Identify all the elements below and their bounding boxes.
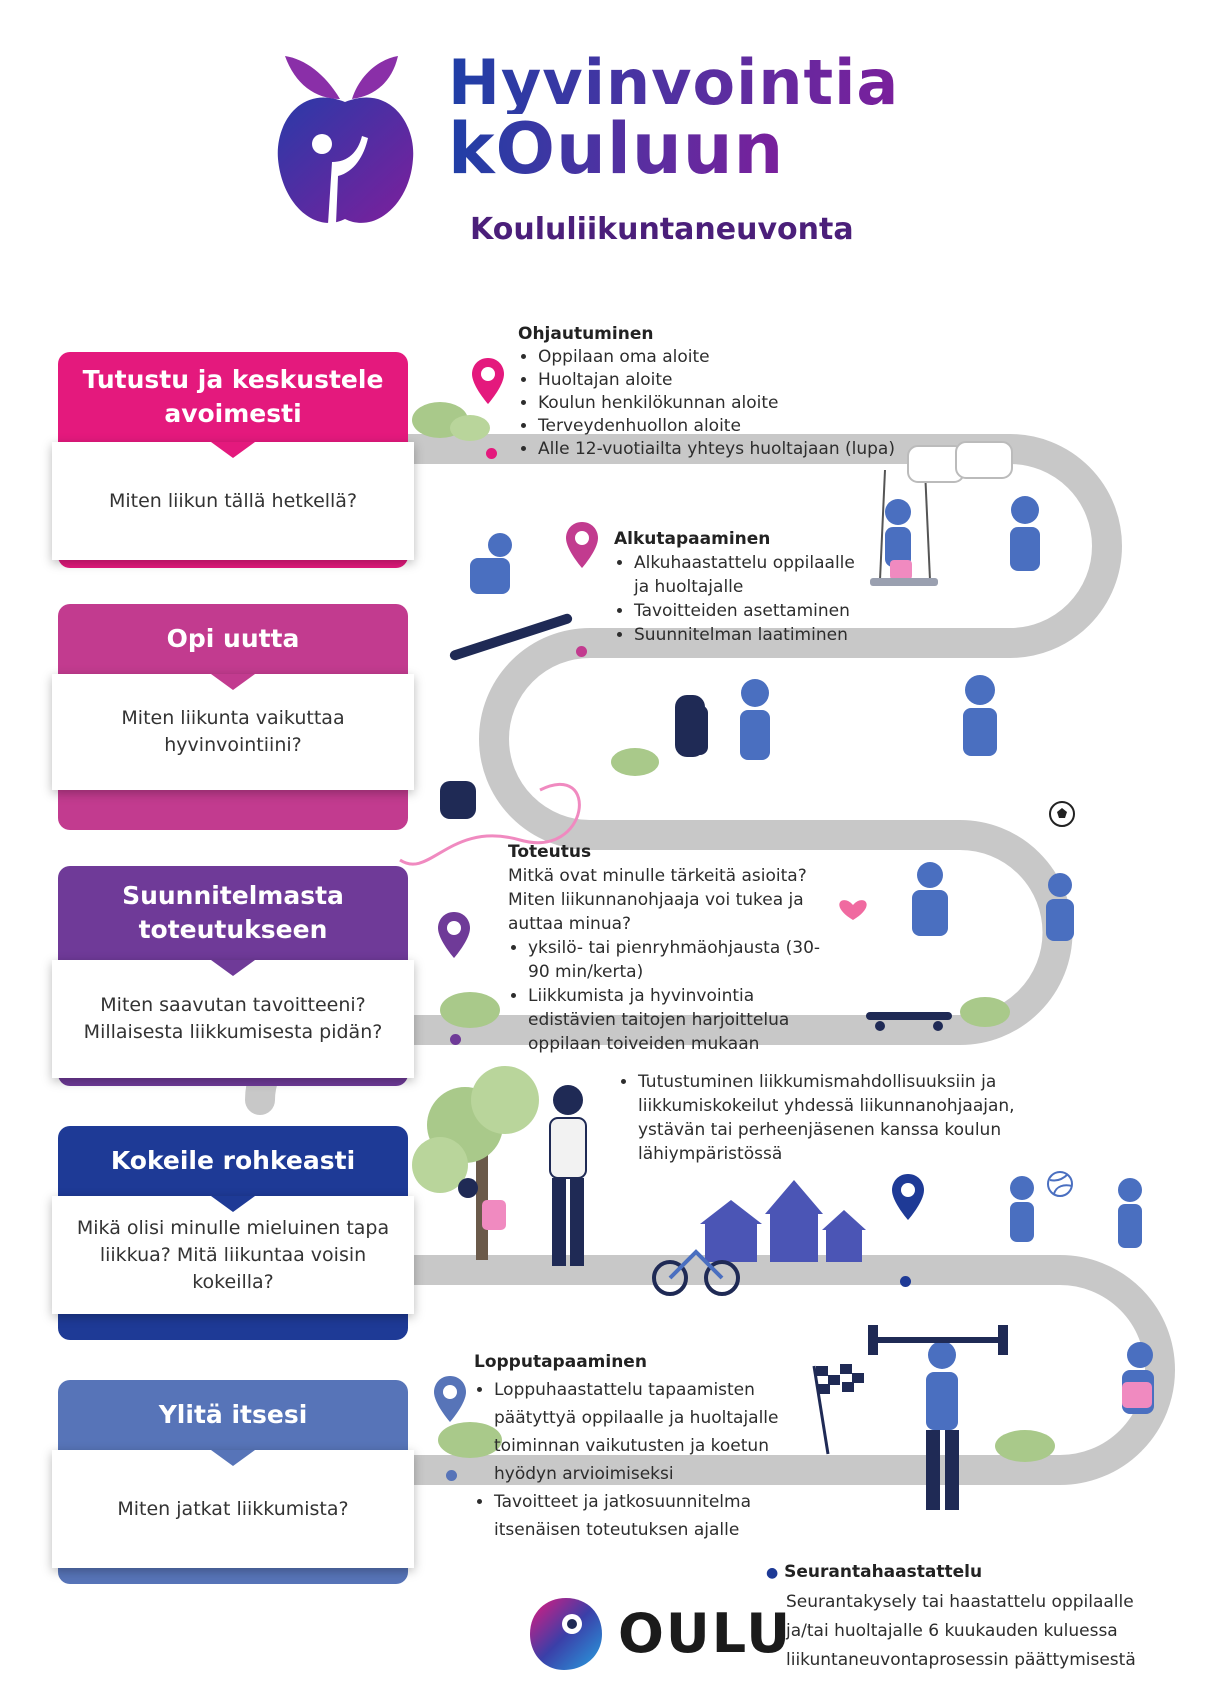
location-pin-icon: [472, 358, 504, 404]
alkutapaaminen-block: Alkutapaaminen Alkuhaastattelu oppilaall…: [614, 527, 874, 647]
location-pin-icon: [434, 1376, 466, 1422]
finish-flag-icon: [812, 1364, 864, 1455]
list-item: Liikkumista ja hyvinvointia edistävien t…: [528, 984, 838, 1056]
location-pin-icon: [438, 912, 470, 958]
step-question-2: Miten liikunta vaikuttaa hyvinvointiini?: [52, 674, 414, 790]
list-item: Loppuhaastattelu tapaamisten päätyttyä o…: [494, 1376, 804, 1488]
list-item: Tutustuminen liikkumismahdollisuuksiin j…: [638, 1070, 1028, 1166]
step-title-4: Kokeile rohkeasti: [58, 1126, 408, 1212]
list-item: Alle 12-vuotiailta yhteys huoltajaan (lu…: [538, 438, 948, 461]
step-question-1: Miten liikun tällä hetkellä?: [52, 442, 414, 560]
step-card-1: Tutustu ja keskustele avoimesti Miten li…: [52, 352, 414, 568]
step-card-2: Opi uutta Miten liikunta vaikuttaa hyvin…: [52, 604, 414, 830]
list-item: Oppilaan oma aloite: [538, 346, 948, 369]
lopputapaaminen-title: Lopputapaaminen: [474, 1352, 647, 1372]
road-marker: [900, 1276, 911, 1287]
step-footer-2: [58, 782, 408, 830]
list-item: Koulun henkilökunnan aloite: [538, 392, 948, 415]
ohjautuminen-block: Ohjautuminen Oppilaan oma aloite Huoltaj…: [518, 323, 948, 461]
list-item: Terveydenhuollon aloite: [538, 415, 948, 438]
list-item: Alkuhaastattelu oppilaalle ja huoltajall…: [634, 551, 874, 599]
volleyball-icon: [1047, 1171, 1073, 1197]
page-subtitle: Koululiikuntaneuvonta: [470, 212, 854, 247]
oulu-logo-icon: [530, 1598, 602, 1670]
list-item: Huoltajan aloite: [538, 369, 948, 392]
seuranta-block: ● Seurantahaastattelu Seurantakysely tai…: [766, 1558, 1156, 1675]
toteutus-block: Toteutus Mitkä ovat minulle tärkeitä asi…: [508, 840, 838, 1056]
brand-title-line2: kOuluun: [448, 108, 785, 190]
list-item: Tavoitteet ja jatkosuunnitelma itsenäise…: [494, 1488, 804, 1544]
alkutapaaminen-title: Alkutapaaminen: [614, 529, 771, 549]
step-card-5: Ylitä itsesi Miten jatkat liikkumista?: [52, 1380, 414, 1584]
toteutus-title: Toteutus: [508, 842, 592, 862]
step-question-3: Miten saavutan tavoitteeni? Millaisesta …: [52, 960, 414, 1078]
seuranta-text: Seurantakysely tai haastattelu oppilaall…: [786, 1592, 1136, 1670]
road-marker: [446, 1470, 457, 1481]
soccer-ball-icon: [1049, 801, 1075, 827]
toteutus-intro: Mitkä ovat minulle tärkeitä asioita? Mit…: [508, 866, 807, 934]
list-item: Tavoitteiden asettaminen: [634, 599, 874, 623]
speech-bubble-icon: [907, 441, 1013, 483]
location-pin-icon: [566, 522, 598, 568]
road-marker: [486, 448, 497, 459]
step-title-1: Tutustu ja keskustele avoimesti: [58, 352, 408, 458]
road-marker: [450, 1034, 461, 1045]
oulu-wordmark: OULU: [618, 1602, 793, 1665]
seuranta-title: ● Seurantahaastattelu: [766, 1562, 983, 1582]
list-item: yksilö- tai pienryhmäohjausta (30-90 min…: [528, 936, 838, 984]
brand-title-line1: Hyvinvointia: [448, 46, 900, 119]
step-card-3: Suunnitelmasta toteutukseen Miten saavut…: [52, 866, 414, 1086]
tutustuminen-block: Tutustuminen liikkumismahdollisuuksiin j…: [618, 1070, 1028, 1166]
list-item: Suunnitelman laatiminen: [634, 623, 874, 647]
seuranta-title-text: Seurantahaastattelu: [784, 1562, 983, 1582]
road-marker: [576, 646, 587, 657]
ohjautuminen-title: Ohjautuminen: [518, 324, 654, 344]
lopputapaaminen-block: Lopputapaaminen Loppuhaastattelu tapaami…: [474, 1348, 804, 1544]
location-pin-icon: [892, 1174, 924, 1220]
apple-logo-icon: [277, 56, 414, 224]
step-card-4: Kokeile rohkeasti Mikä olisi minulle mie…: [52, 1126, 414, 1340]
step-question-4: Mikä olisi minulle mieluinen tapa liikku…: [52, 1196, 414, 1314]
step-question-5: Miten jatkat liikkumista?: [52, 1450, 414, 1568]
step-title-3: Suunnitelmasta toteutukseen: [58, 866, 408, 976]
step-title-5: Ylitä itsesi: [58, 1380, 408, 1466]
step-title-2: Opi uutta: [58, 604, 408, 690]
